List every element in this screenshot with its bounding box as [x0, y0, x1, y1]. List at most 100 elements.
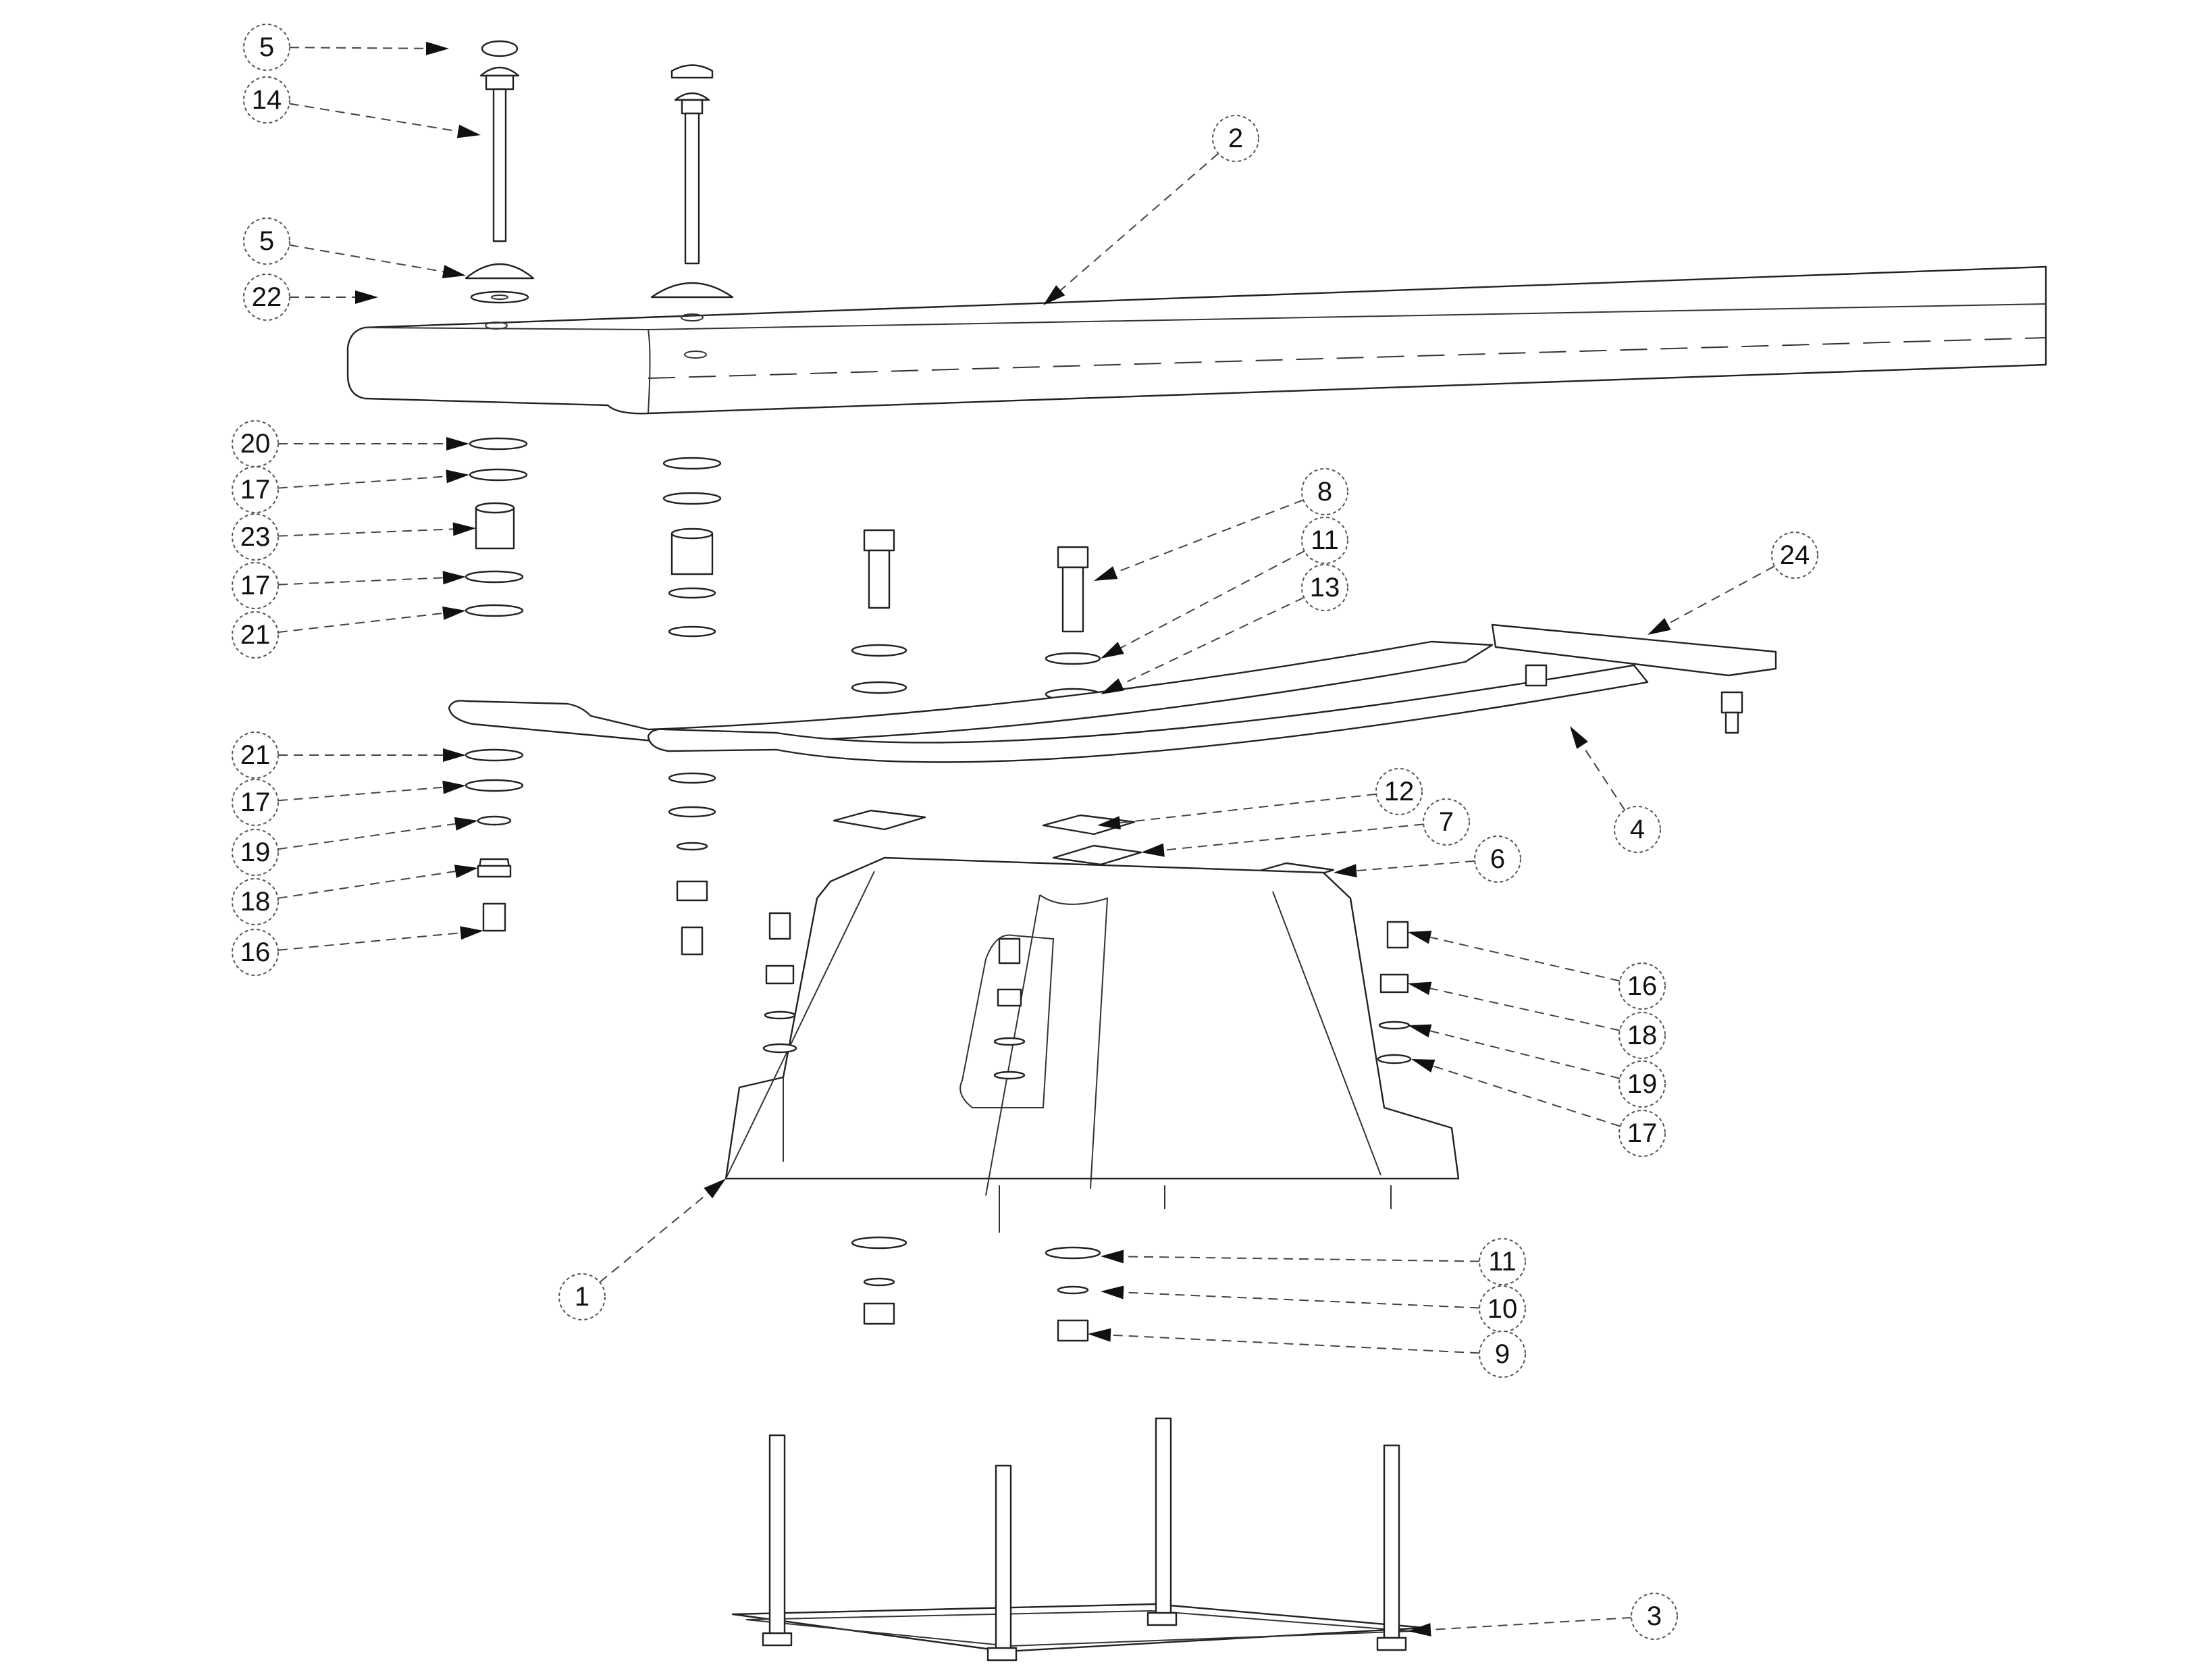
callout-circle [1479, 1331, 1526, 1378]
callout-bubble: 23 [232, 513, 279, 561]
leader-arrowhead [460, 926, 483, 940]
callout-bubble: 13 [1301, 564, 1348, 611]
callout-bubble: 19 [232, 829, 279, 876]
callout-number: 11 [1311, 525, 1339, 555]
leader-arrowhead [1101, 1285, 1124, 1299]
leader-line [1058, 153, 1219, 293]
callout-bubble: 21 [232, 731, 279, 779]
callout-number: 7 [1439, 807, 1454, 837]
leader-arrowhead [1408, 981, 1432, 996]
callout-number: 9 [1495, 1339, 1510, 1369]
callout-number: 1 [575, 1282, 589, 1312]
leader-arrowhead [1334, 864, 1357, 878]
callout-bubble: 16 [1618, 962, 1666, 1010]
callout-circle [1631, 1593, 1678, 1640]
leader-arrowhead [442, 780, 466, 794]
callout-bubble: 5 [243, 24, 290, 71]
callout-bubble: 3 [1631, 1593, 1678, 1640]
leader-arrowhead [446, 469, 469, 484]
upper-frame [448, 623, 1777, 763]
leader-line [599, 1191, 711, 1283]
leader-arrowhead [1097, 816, 1121, 830]
callout-circle [232, 513, 279, 561]
callout-number: 4 [1630, 815, 1645, 844]
callout-bubble: 9 [1479, 1331, 1526, 1378]
callout-number: 21 [240, 740, 271, 770]
leader-line [1161, 823, 1424, 852]
leader-arrowhead [442, 606, 466, 620]
seat-shell [725, 856, 1460, 1233]
leader-arrowhead [454, 865, 478, 878]
callout-circle [243, 217, 290, 265]
callout-bubble: 17 [1618, 1110, 1666, 1157]
callout-number: 5 [259, 226, 274, 256]
callout-bubble: 4 [1614, 806, 1661, 853]
leader-arrowhead [1094, 566, 1118, 581]
callout-circle [1212, 115, 1259, 162]
leader-arrowhead [1141, 843, 1165, 857]
shell-hardware [762, 912, 1412, 1080]
callout-circle [1771, 532, 1818, 579]
callout-circle [243, 24, 290, 71]
callout-circle [1618, 1110, 1666, 1157]
leader-arrowhead [1411, 1059, 1436, 1073]
callout-number: 21 [240, 620, 271, 650]
leader-arrowhead [442, 265, 466, 279]
leader-line [1664, 565, 1775, 626]
callout-number: 16 [1627, 971, 1658, 1001]
leader-line [1427, 1617, 1632, 1631]
callout-circle [232, 829, 279, 876]
callout-number: 17 [240, 475, 271, 505]
leader-line [1118, 596, 1305, 687]
callout-bubble: 14 [243, 76, 290, 124]
callout-circle [558, 1273, 606, 1320]
callout-circle [232, 562, 279, 609]
callout-bubble: 21 [232, 611, 279, 659]
leader-arrowhead [1408, 930, 1432, 944]
callout-number: 13 [1310, 573, 1340, 602]
leader-line [278, 612, 446, 634]
callout-number: 19 [1627, 1069, 1658, 1099]
callout-number: 22 [252, 282, 282, 312]
leader-line [1427, 935, 1621, 982]
base-frame [731, 1417, 1426, 1662]
callout-bubble: 19 [1618, 1060, 1666, 1108]
callout-circle [1474, 835, 1521, 883]
callout-circle [1618, 962, 1666, 1010]
callout-number: 19 [240, 838, 271, 867]
leader-line [278, 823, 458, 850]
callout-bubble: 24 [1771, 532, 1818, 579]
callout-number: 16 [240, 937, 271, 967]
callout-circle [1479, 1238, 1526, 1285]
leader-line [1427, 987, 1621, 1031]
leader-arrowhead [454, 817, 478, 831]
leader-arrowhead [425, 41, 449, 55]
callout-circle [1618, 1012, 1666, 1059]
callout-circle [1375, 768, 1423, 815]
callout-bubble: 17 [232, 466, 279, 513]
leader-line [1427, 1029, 1621, 1079]
callout-circle [243, 76, 290, 124]
leader-line [1112, 499, 1304, 575]
callout-bubble: 7 [1423, 798, 1470, 846]
callout-bubble: 17 [232, 562, 279, 609]
leader-line [1107, 1334, 1480, 1354]
leader-line [278, 870, 458, 899]
leader-line [289, 103, 461, 133]
callout-bubble: 11 [1301, 517, 1348, 564]
callout-bubble: 12 [1375, 768, 1423, 815]
leader-line [278, 931, 464, 951]
callout-bubble: 20 [232, 420, 279, 467]
leader-arrowhead [1101, 642, 1124, 659]
leader-arrowhead [1101, 1250, 1124, 1264]
leader-line [1430, 1064, 1621, 1127]
leader-line [289, 47, 429, 49]
leader-line [1120, 1256, 1480, 1262]
callout-number: 23 [240, 522, 271, 552]
center-bolts [851, 529, 1101, 701]
leader-arrowhead [443, 748, 466, 762]
callout-bubble: 6 [1474, 835, 1521, 883]
leader-arrowhead [1101, 678, 1124, 694]
